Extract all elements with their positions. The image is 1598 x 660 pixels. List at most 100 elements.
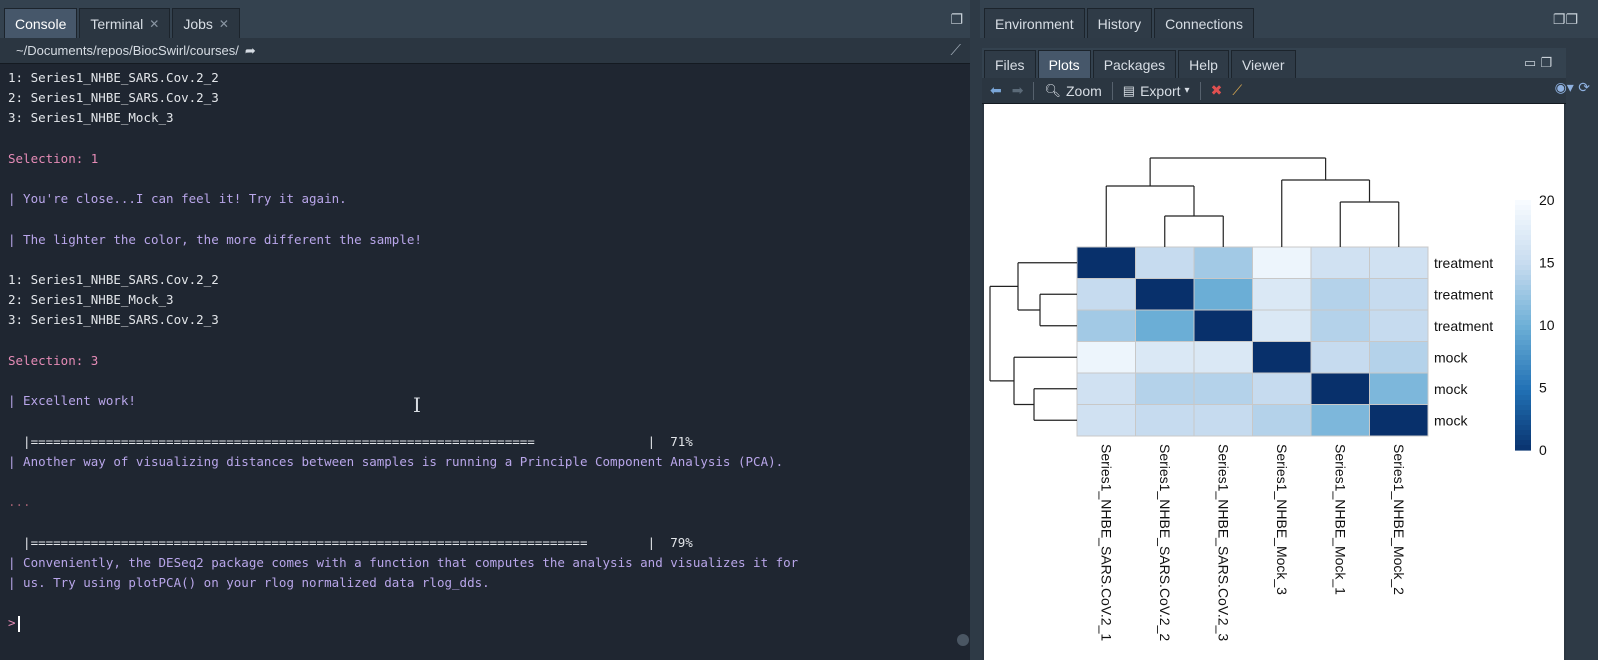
- plots-tabbar: Files Plots Packages Help Viewer ▭ ❐: [982, 48, 1566, 78]
- tab-help[interactable]: Help: [1178, 50, 1229, 78]
- tab-label: Jobs: [183, 15, 213, 32]
- colorbar-segment: [1515, 425, 1531, 431]
- colorbar-segment: [1515, 285, 1531, 291]
- maximize-pane-icon[interactable]: ❐❐: [1552, 12, 1578, 28]
- working-directory-path: ~/Documents/repos/BiocSwirl/courses/: [16, 43, 239, 58]
- heatmap-cell: [1252, 341, 1312, 374]
- colorbar-segment: [1515, 300, 1531, 306]
- heatmap-cell: [1310, 309, 1370, 342]
- clear-plots-icon[interactable]: ⟋: [1232, 82, 1243, 98]
- column-label: Series1_NHBE_Mock_2: [1391, 444, 1407, 595]
- heatmap-cell: [1310, 246, 1370, 279]
- maximize-pane-icon[interactable]: ❐: [950, 12, 963, 28]
- tab-terminal[interactable]: Terminal ✕: [79, 8, 171, 38]
- tab-environment[interactable]: Environment: [984, 8, 1085, 38]
- heatmap-cell: [1076, 309, 1136, 342]
- console-line: [8, 472, 955, 492]
- zoom-label: Zoom: [1065, 82, 1102, 99]
- colorbar-segment: [1515, 410, 1531, 416]
- console-pane: Console Terminal ✕ Jobs ✕ ❐ ~/Documents/re…: [0, 0, 978, 660]
- colorbar-segment: [1515, 380, 1531, 386]
- plots-toolbar: ⬅ ➡ 🔍︎Zoom ▤Export▾ ✖ ⟋: [982, 78, 1566, 104]
- toolbar-separator: [1111, 81, 1113, 100]
- tab-label: Environment: [995, 15, 1074, 32]
- heatmap-cell: [1310, 278, 1370, 311]
- colorbar-segment: [1515, 310, 1531, 316]
- heatmap-cell: [1252, 404, 1312, 437]
- minimize-maximize-icon[interactable]: ▭ ❐: [1523, 56, 1552, 71]
- console-line: [8, 129, 955, 149]
- plots-pane: Files Plots Packages Help Viewer ▭ ❐ ⬅ ➡…: [982, 48, 1566, 660]
- heatmap-cell: [1193, 341, 1253, 374]
- close-icon[interactable]: ✕: [149, 16, 160, 31]
- heatmap-cell: [1193, 278, 1253, 311]
- console-line: [8, 169, 955, 189]
- colorbar-segment: [1515, 315, 1531, 321]
- colorbar-segment: [1515, 280, 1531, 286]
- colorbar-segment: [1515, 430, 1531, 436]
- console-line: | Excellent work!: [8, 393, 136, 409]
- export-icon: ▤: [1122, 82, 1136, 98]
- back-arrow-icon[interactable]: ⬅: [990, 82, 1002, 98]
- colorbar-segment: [1515, 240, 1531, 246]
- scrollbar-thumb[interactable]: [957, 634, 969, 646]
- colorbar-segment: [1515, 220, 1531, 226]
- pane-splitter[interactable]: [970, 0, 982, 660]
- console-line: |=======================================…: [8, 433, 693, 449]
- tab-label: Viewer: [1241, 56, 1285, 73]
- colorbar-segment: [1515, 365, 1531, 371]
- colorbar-segment: [1515, 205, 1531, 211]
- environment-tabbar: Environment History Connections ❐❐: [980, 0, 1598, 38]
- heatmap-cell: [1076, 404, 1136, 437]
- console-prompt-line[interactable]: >: [8, 613, 955, 633]
- row-label: mock: [1434, 381, 1468, 397]
- colorbar-segment: [1515, 250, 1531, 256]
- heatmap-cell: [1076, 372, 1136, 405]
- tab-files[interactable]: Files: [984, 50, 1036, 78]
- heatmap-cell: [1076, 246, 1136, 279]
- colorbar-segment: [1515, 420, 1531, 426]
- tab-viewer[interactable]: Viewer: [1230, 50, 1296, 78]
- tab-jobs[interactable]: Jobs ✕: [172, 8, 240, 38]
- console-line: 2: Series1_NHBE_Mock_3: [8, 292, 174, 308]
- heatmap-cell: [1369, 246, 1429, 279]
- tab-label: Help: [1189, 56, 1218, 73]
- tab-label: Terminal: [90, 15, 144, 32]
- console-line: | Conveniently, the DESeq2 package comes…: [8, 554, 799, 570]
- zoom-button[interactable]: 🔍︎Zoom: [1044, 83, 1101, 99]
- colorbar-segment: [1515, 305, 1531, 311]
- tab-console[interactable]: Console: [4, 8, 78, 38]
- tab-label: Connections: [1165, 15, 1243, 32]
- tab-packages[interactable]: Packages: [1092, 50, 1177, 78]
- colorbar-segment: [1515, 370, 1531, 376]
- heatmap-cell: [1252, 278, 1312, 311]
- colorbar-segment: [1515, 290, 1531, 296]
- colorbar-tick-label: 5: [1539, 380, 1547, 396]
- heatmap-cell: [1193, 404, 1253, 437]
- heatmap-cell: [1135, 404, 1195, 437]
- clear-console-icon[interactable]: ⟋: [950, 42, 961, 59]
- close-icon[interactable]: ✕: [218, 16, 229, 31]
- colorbar-segment: [1515, 390, 1531, 396]
- heatmap-cell: [1252, 372, 1312, 405]
- tab-history[interactable]: History: [1086, 8, 1153, 38]
- console-line: ...: [8, 494, 31, 510]
- row-label: mock: [1434, 349, 1468, 365]
- export-button[interactable]: ▤Export▾: [1123, 83, 1190, 99]
- forward-arrow-icon[interactable]: ➡: [1011, 82, 1024, 98]
- colorbar-tick-label: 0: [1539, 442, 1547, 458]
- publish-icon[interactable]: ◉▾ ⟳: [1554, 80, 1590, 96]
- console-line: Selection: 1: [8, 150, 99, 166]
- colorbar-segment: [1515, 350, 1531, 356]
- colorbar-segment: [1515, 325, 1531, 331]
- colorbar-segment: [1515, 210, 1531, 216]
- heatmap-cell: [1135, 278, 1195, 311]
- remove-plot-icon[interactable]: ✖: [1210, 82, 1223, 98]
- goto-directory-icon[interactable]: ➦: [244, 42, 256, 58]
- heatmap-cell: [1369, 404, 1429, 437]
- row-label: treatment: [1434, 255, 1493, 271]
- tab-plots[interactable]: Plots: [1037, 50, 1091, 78]
- tab-connections[interactable]: Connections: [1154, 8, 1254, 38]
